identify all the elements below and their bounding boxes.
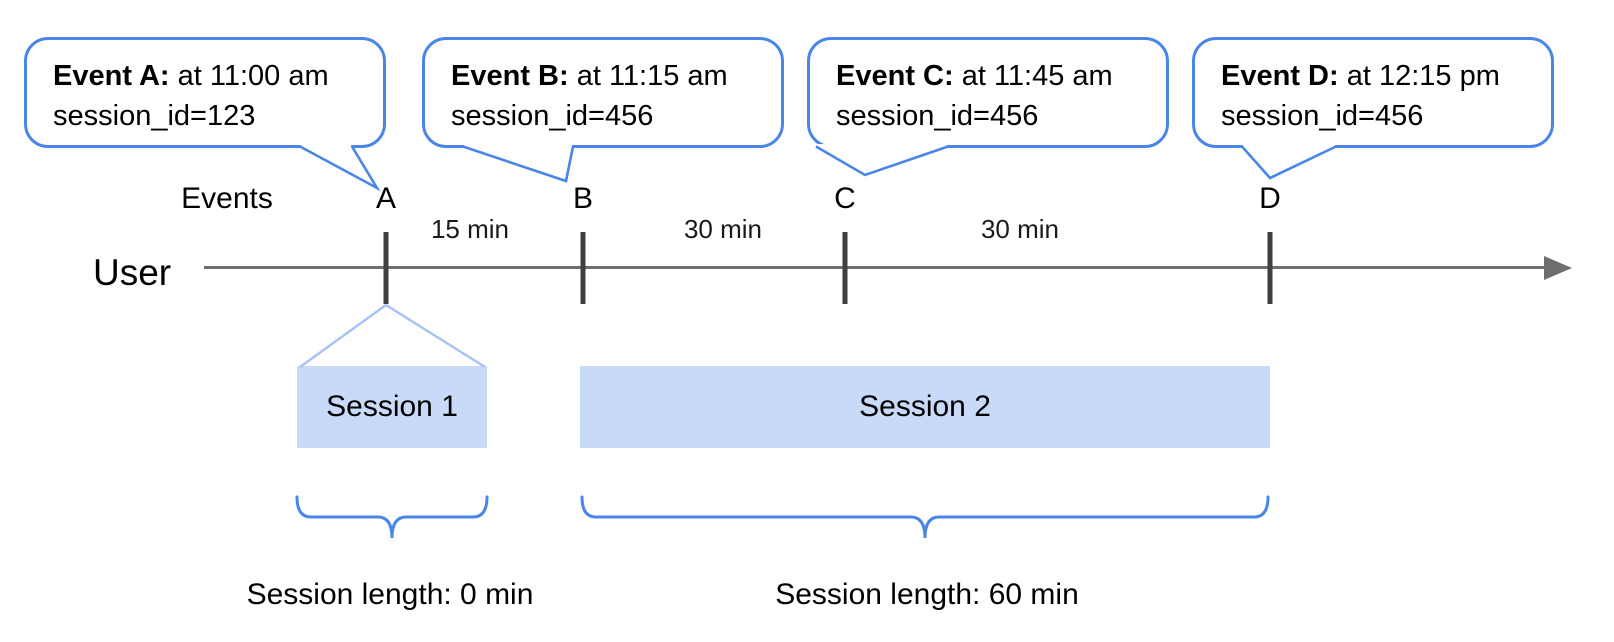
session-1-box: Session 1 xyxy=(297,366,487,448)
event-b-callout-tail xyxy=(462,144,575,183)
funnel-line-right xyxy=(385,303,486,369)
event-c-callout: Event C: at 11:45 am session_id=456 xyxy=(807,37,1169,148)
event-tick-c xyxy=(842,232,848,304)
event-tick-d xyxy=(1267,232,1273,304)
event-letter-d: D xyxy=(1259,182,1281,215)
interval-label-cd: 30 min xyxy=(980,214,1060,244)
event-d-callout: Event D: at 12:15 pm session_id=456 xyxy=(1192,37,1554,148)
session-2-length-brace xyxy=(580,495,1270,539)
session-2-box: Session 2 xyxy=(580,366,1270,448)
event-a-callout-line1: Event A: at 11:00 am xyxy=(53,60,329,92)
session-2-label: Session 2 xyxy=(859,390,991,423)
session-1-length-label: Session length: 0 min xyxy=(246,578,534,611)
event-tick-a xyxy=(383,232,389,304)
event-letter-c: C xyxy=(834,182,856,215)
session-1-label: Session 1 xyxy=(326,390,458,423)
event-c-callout-tail xyxy=(815,144,949,177)
session-2-length-label: Session length: 60 min xyxy=(775,578,1079,611)
session-1-funnel xyxy=(299,303,486,369)
event-a-callout-line2: session_id=123 xyxy=(53,100,256,132)
event-tick-b xyxy=(580,232,586,304)
event-a-callout-tail xyxy=(299,144,381,192)
tail-stroke-b xyxy=(462,145,575,183)
event-b-callout: Event B: at 11:15 am session_id=456 xyxy=(422,37,784,148)
event-b-callout-line2: session_id=456 xyxy=(451,100,654,132)
events-row-label: Events xyxy=(181,182,273,215)
event-c-callout-line1: Event C: at 11:45 am xyxy=(836,60,1113,92)
tail-stroke-a xyxy=(299,145,381,192)
event-a-callout: Event A: at 11:00 am session_id=123 xyxy=(24,37,386,148)
event-d-callout-line2: session_id=456 xyxy=(1221,100,1424,132)
tail-stroke-d xyxy=(1241,145,1337,180)
funnel-line-left xyxy=(299,303,387,369)
event-letter-a: A xyxy=(375,182,397,215)
event-d-callout-tail xyxy=(1241,144,1337,180)
event-letter-b: B xyxy=(572,182,594,215)
event-c-callout-line2: session_id=456 xyxy=(836,100,1039,132)
interval-label-ab: 15 min xyxy=(430,214,510,244)
interval-label-bc: 30 min xyxy=(683,214,763,244)
timeline-arrowhead-icon xyxy=(1544,256,1572,280)
event-d-callout-line1: Event D: at 12:15 pm xyxy=(1221,60,1500,92)
user-row-label: User xyxy=(93,252,172,293)
event-b-callout-line1: Event B: at 11:15 am xyxy=(451,60,728,92)
session-1-length-brace xyxy=(295,495,489,539)
tail-stroke-c xyxy=(815,145,949,177)
